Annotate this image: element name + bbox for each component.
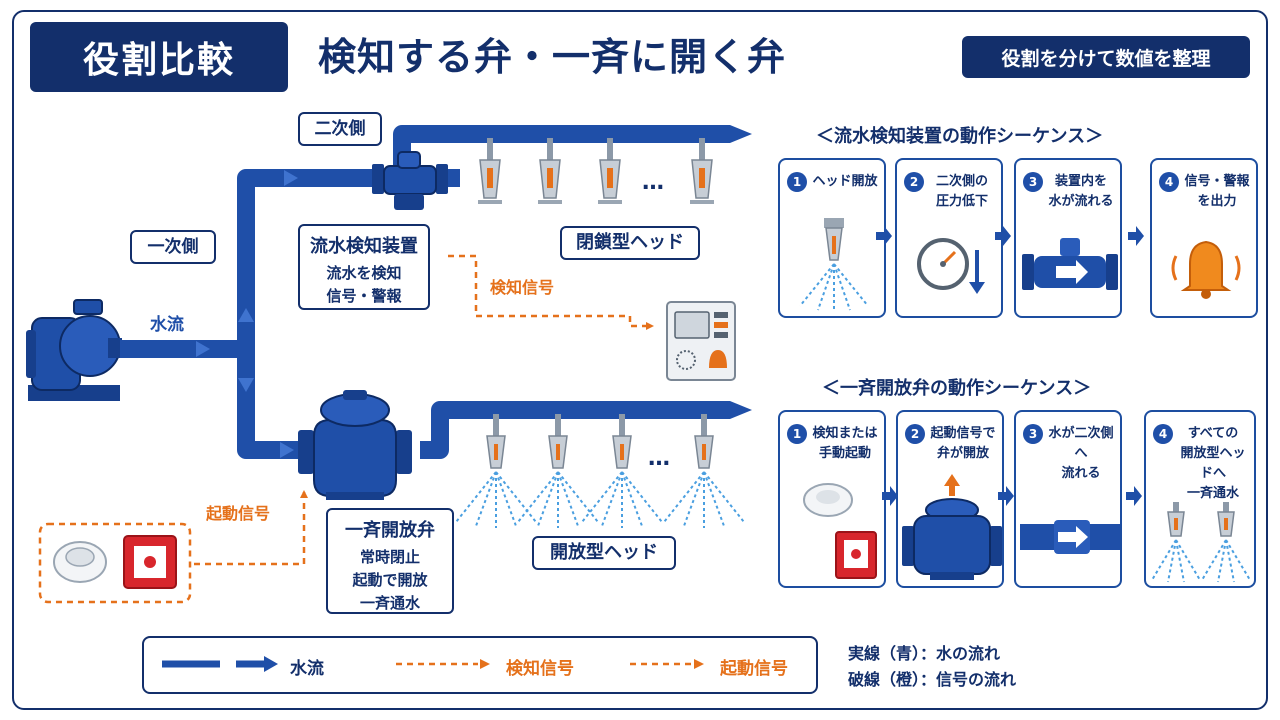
flow-detector-line2: 信号・警報 [326,287,402,305]
flow-chevrons [196,170,298,458]
role-comparison-tag: 役割比較 [30,22,288,92]
step-text: 検知または 手動起動 [812,426,878,461]
deluge-valve-icon [298,390,412,500]
detector-and-callpoint-icon [803,483,877,579]
flow-detector-valve-icon [372,151,448,210]
pump-icon [26,299,122,401]
summary-badge: 役割を分けて数値を整理 [962,36,1250,78]
start-signal-label: 起動信号 [206,504,271,523]
sprinkler-spray-icon [799,218,869,311]
step-text: 二次側の 圧力低下 [935,174,988,209]
detector-step-3: 3 装置内を 水が流れる [1014,158,1122,318]
lower-ellipsis: … [648,446,670,471]
detection-signal-line [448,254,654,330]
start-signal-line [194,490,308,566]
step-number: 2 [904,172,924,192]
flowing-valve-icon [1022,238,1118,290]
secondary-side-label: 二次側 [298,112,382,146]
deluge-step-2: 2 起動信号で 弁が開放 [896,410,1004,588]
page-title: 検知する弁・一斉に開く弁 [318,35,787,79]
bell-icon [1171,240,1241,299]
step-text: 信号・警報 を出力 [1184,174,1250,209]
legend-swatches [162,656,704,672]
step-number: 2 [905,424,925,444]
deluge-valve-line3: 一斉通水 [359,594,420,612]
deluge-step-4: 4 すべての 開放型ヘッドへ 一斉通水 [1144,410,1256,588]
opening-valve-icon [902,474,1002,580]
legend-note-solid: 実線（青）：水の流れ [848,644,1001,663]
step-number: 4 [1153,424,1173,444]
legend-note-dashed: 破線（橙）：信号の流れ [848,670,1017,689]
step-text: 水が二次側へ 流れる [1048,426,1114,481]
deluge-step-3: 3 水が二次側へ 流れる [1014,410,1122,588]
legend-water-label: 水流 [290,659,324,679]
deluge-valve-line1: 常時閉止 [359,548,420,566]
pipe-flow-icon [1020,520,1120,554]
legend-start-label: 起動信号 [720,659,788,679]
closed-head-label: 閉鎖型ヘッド [560,226,700,260]
outer-frame [12,10,1268,710]
deluge-sequence-title: ＜一斉開放弁の動作シーケンス＞ [822,378,1092,399]
upper-pipe-arrow [730,125,752,143]
flow-detector-line1: 流水を検知 [326,264,402,282]
alarm-panel-icon [666,301,736,381]
water-flow-label: 水流 [150,315,184,335]
step-text: ヘッド開放 [812,174,878,189]
detection-signal-label: 検知信号 [490,278,555,297]
smoke-detector-icon [53,541,107,583]
deluge-valve-callout: 一斉開放弁 常時閉止 起動で開放 一斉通水 [326,508,454,614]
flow-detector-name: 流水検知装置 [310,236,418,257]
detector-step-4: 4 信号・警報 を出力 [1150,158,1258,318]
legend-detect-label: 検知信号 [506,659,574,679]
step-number: 3 [1023,172,1043,192]
open-head-label: 開放型ヘッド [532,536,676,570]
primary-side-label: 一次側 [130,230,216,264]
open-heads-spray-icon [1151,502,1251,583]
step-text: 装置内を 水が流れる [1048,174,1114,209]
step-number: 1 [787,172,807,192]
step-number: 1 [787,424,807,444]
closed-head-row [478,138,714,204]
upper-ellipsis: … [642,170,664,195]
flow-detector-callout: 流水検知装置 流水を検知 信号・警報 [298,224,430,310]
step-number: 4 [1159,172,1179,192]
lower-pipe-arrow [730,401,752,419]
legend-box [142,636,818,694]
open-head-row [455,414,745,528]
deluge-valve-line2: 起動で開放 [352,571,428,589]
manual-call-point-icon [123,535,177,589]
start-devices-box [38,522,192,604]
detector-step-1: 1 ヘッド開放 [778,158,886,318]
detector-sequence-title: ＜流水検知装置の動作シーケンス＞ [816,126,1104,147]
step-text: すべての 開放型ヘッドへ 一斉通水 [1180,426,1246,501]
step-text: 起動信号で 弁が開放 [930,426,996,461]
step-number: 3 [1023,424,1043,444]
pressure-gauge-icon [917,238,985,294]
deluge-valve-name: 一斉開放弁 [345,520,435,541]
